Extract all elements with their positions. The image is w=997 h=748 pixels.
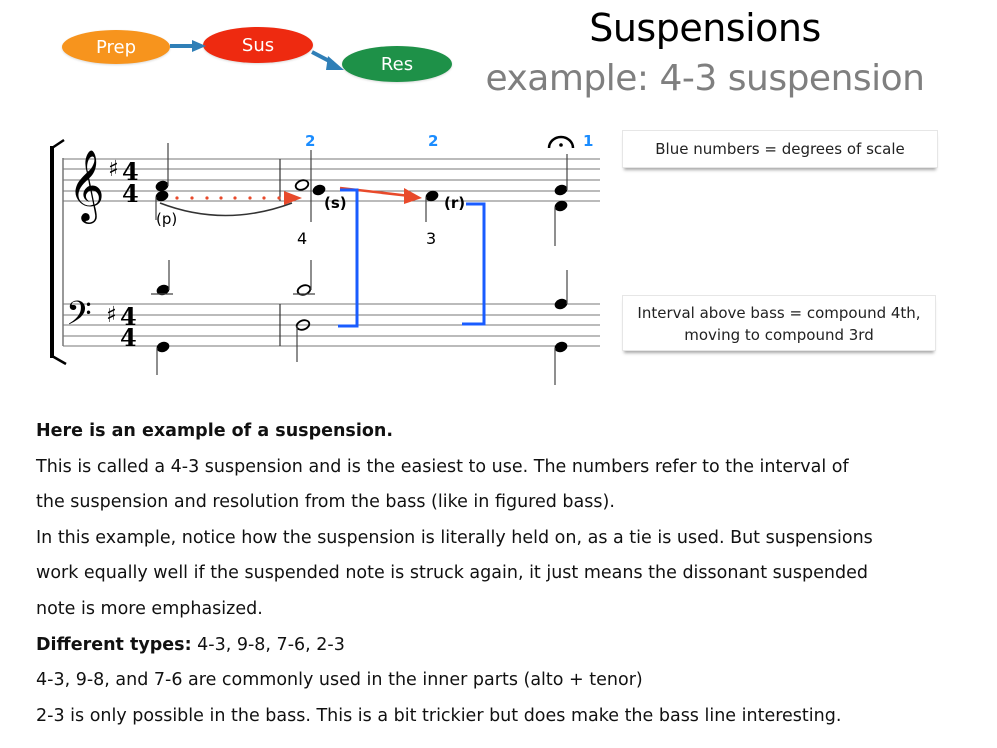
sus-marker: (s) — [324, 194, 347, 212]
chord-1-bass — [151, 260, 173, 375]
body-types: Different types: 4-3, 9-8, 7-6, 2-3 — [36, 628, 976, 664]
interval-bracket-sus — [338, 188, 359, 328]
body-inner-parts: 4-3, 9-8, and 7-6 are commonly used in t… — [36, 670, 643, 691]
res-marker: (r) — [444, 194, 465, 212]
types-value: 4-3, 9-8, 7-6, 2-3 — [191, 634, 345, 655]
chord-2-treble — [294, 150, 326, 222]
body-heading: Here is an example of a suspension. — [36, 421, 393, 441]
bass-time-bottom: 4 — [120, 323, 137, 352]
callout-interval: Interval above bass = compound 4th, movi… — [622, 295, 936, 351]
body-p2-line3: note is more emphasized. — [36, 598, 263, 619]
tie — [159, 202, 293, 217]
flow-arrows — [170, 40, 344, 70]
fermata-icon — [547, 135, 575, 149]
res-oval: Res — [342, 46, 452, 82]
callout-degrees: Blue numbers = degrees of scale — [622, 130, 938, 168]
chord-1-treble — [155, 143, 169, 220]
arrow-sus-to-res — [311, 50, 344, 70]
body-p1-line2: the suspension and resolution from the b… — [36, 492, 615, 513]
slide-title: Suspensions — [589, 6, 821, 50]
bass-staff — [63, 303, 600, 347]
figure-3: 3 — [426, 229, 436, 248]
scale-degree-2: 2 — [428, 132, 438, 150]
treble-staff — [63, 158, 600, 202]
prep-label: Prep — [95, 36, 137, 58]
body-p1-line1: This is called a 4-3 suspension and is t… — [36, 456, 849, 477]
callout-interval-line1: Interval above bass = compound 4th, — [637, 304, 921, 322]
treble-time-top: 4 — [122, 157, 139, 186]
bass-time-top: 4 — [120, 302, 137, 331]
figure-4: 4 — [297, 229, 307, 248]
system-bracket — [50, 138, 67, 366]
slide-subtitle: example: 4-3 suspension — [485, 58, 925, 99]
prep-to-sus-arrow — [175, 191, 302, 205]
arrow-prep-to-sus — [170, 40, 206, 52]
treble-clef-icon: 𝄞 — [68, 148, 105, 224]
chord-2-bass — [293, 260, 315, 362]
chord-3-bass — [554, 270, 568, 385]
sus-label: Sus — [241, 34, 275, 56]
bass-key-sharp-icon: ♯ — [106, 303, 117, 328]
treble-time-bottom: 4 — [122, 179, 139, 208]
body-bass-note: 2-3 is only possible in the bass. This i… — [36, 705, 842, 726]
body-p2-line1: In this example, notice how the suspensi… — [36, 527, 873, 548]
treble-key-sharp-icon: ♯ — [108, 157, 119, 182]
res-label: Res — [380, 53, 414, 75]
types-label: Different types: — [36, 634, 192, 655]
callout-interval-line2: moving to compound 3rd — [684, 326, 874, 344]
prep-marker: (p) — [156, 210, 177, 228]
callout-degrees-text: Blue numbers = degrees of scale — [655, 140, 905, 158]
bass-clef-icon: 𝄢 — [66, 295, 92, 341]
interval-bracket-res — [462, 202, 486, 326]
music-score: 𝄞 ♯ 4 4 𝄢 ♯ 4 4 (p) (s) 2 4 — [50, 132, 600, 385]
body-text: Here is an example of a suspension. This… — [36, 414, 976, 734]
body-p2-line2: work equally well if the suspended note … — [36, 563, 868, 584]
chord-3-treble — [554, 154, 568, 246]
res-note — [425, 190, 439, 222]
scale-degree-3: 1 — [583, 132, 593, 150]
prep-oval: Prep — [62, 30, 170, 64]
sus-oval: Sus — [203, 27, 313, 63]
scale-degree-1: 2 — [305, 132, 315, 150]
